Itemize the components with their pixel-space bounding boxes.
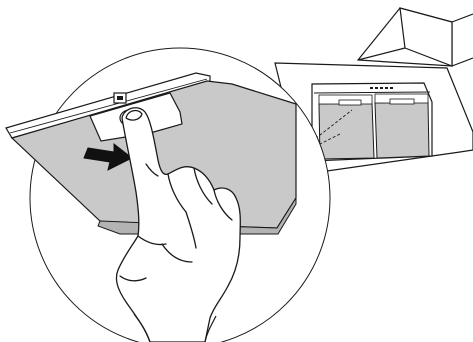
grease-filter-left — [319, 103, 374, 159]
grease-filter-right — [375, 102, 429, 158]
hood-chimney — [358, 8, 473, 66]
